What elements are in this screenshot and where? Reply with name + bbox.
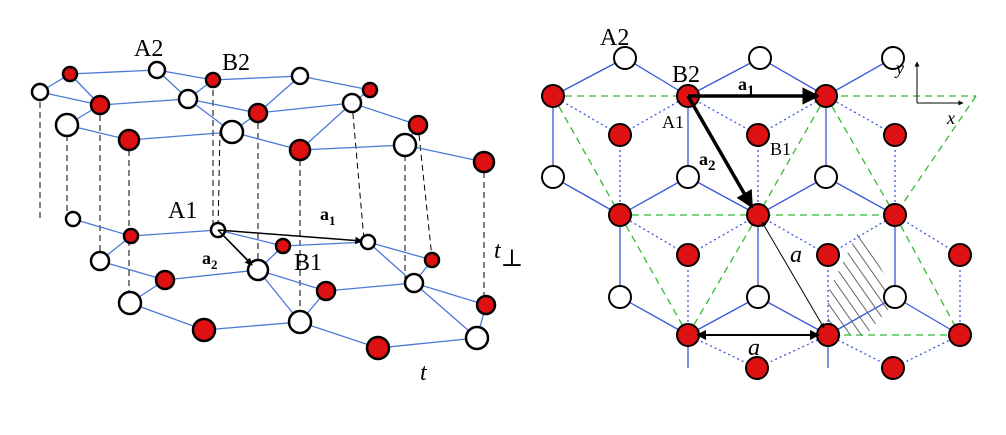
atom-red	[746, 123, 770, 147]
atom-white	[608, 285, 632, 309]
atom-red	[61, 65, 79, 83]
vector-a1-left	[217, 229, 363, 245]
atom-white	[541, 165, 565, 189]
atom-white	[341, 92, 363, 114]
atom-red	[407, 114, 429, 136]
atom-white	[883, 285, 907, 309]
atom-red	[122, 227, 140, 245]
label-vec-a2-left: a2	[202, 248, 218, 272]
atom-red	[247, 102, 269, 124]
atom-red	[883, 203, 907, 227]
atom-red	[948, 243, 972, 267]
vector-a2-right	[686, 95, 754, 209]
atom-white	[30, 82, 50, 102]
hatched-unit-cell	[828, 228, 897, 336]
xy-axes	[914, 61, 964, 106]
label-vec-a1-right: a1	[738, 74, 755, 99]
atom-white	[881, 46, 905, 70]
atom-white	[814, 165, 838, 189]
atom-white	[746, 285, 770, 309]
atom-red	[288, 138, 312, 162]
atom-red	[814, 84, 838, 108]
label-A1-left: A1	[168, 198, 197, 224]
atom-red	[423, 251, 441, 269]
label-A1-right: A1	[662, 112, 684, 132]
top-layer-atoms	[30, 60, 496, 174]
atom-red	[475, 294, 497, 316]
atom-white	[748, 46, 772, 70]
atom-red	[676, 243, 700, 267]
atom-red	[204, 71, 222, 89]
atom-red	[315, 280, 337, 302]
atom-red	[472, 150, 496, 174]
atom-red	[191, 317, 217, 343]
atom-red	[948, 323, 972, 347]
atom-red	[746, 203, 770, 227]
label-A2-left: A2	[134, 36, 163, 62]
atom-red	[117, 128, 141, 152]
atom-red	[89, 94, 111, 116]
atom-white	[613, 46, 637, 70]
lattice-vectors-left	[217, 229, 363, 266]
atom-red	[361, 81, 379, 99]
atom-red	[883, 123, 907, 147]
atom-white	[676, 165, 700, 189]
top-layer-bonds-right	[552, 57, 961, 368]
label-axis-x: x	[946, 108, 955, 128]
label-B2-left: B2	[222, 50, 250, 76]
right-panel-top-view: A2 B2 A1 B1 a1 a2 a a y x	[541, 25, 977, 380]
atom-red	[154, 269, 176, 291]
atom-red	[274, 237, 292, 255]
atom-red	[676, 323, 700, 347]
label-axis-y: y	[894, 58, 904, 78]
atom-white	[89, 250, 111, 272]
atom-red	[816, 323, 840, 347]
atom-red	[608, 123, 632, 147]
atom-white	[464, 325, 490, 351]
atom-red	[365, 335, 391, 361]
atom-white	[147, 60, 167, 80]
atom-white	[54, 112, 80, 138]
left-panel-bilayer-3d: A2 B2 A1 B1 a1 a2 t⊥ t	[30, 36, 523, 386]
atom-red	[745, 356, 769, 380]
lattice-vectors-right	[686, 87, 825, 340]
atom-white	[117, 290, 143, 316]
label-t-perp: t⊥	[494, 238, 523, 272]
label-vec-a1-left: a1	[320, 204, 336, 228]
distance-a-diagonal	[761, 221, 825, 329]
bottom-layer-atoms	[64, 210, 497, 361]
atom-white	[359, 233, 377, 251]
vector-a2-left	[217, 229, 253, 266]
atom-red	[816, 243, 840, 267]
atom-white	[64, 210, 82, 228]
label-B1-left: B1	[294, 250, 322, 276]
atom-white	[177, 88, 199, 110]
label-B1-right: B1	[770, 139, 791, 159]
label-distance-a-diag: a	[790, 242, 802, 268]
label-t: t	[420, 360, 428, 386]
atom-red	[881, 356, 905, 380]
label-A2-right: A2	[600, 25, 629, 51]
label-vec-a2-right: a2	[699, 149, 716, 174]
label-distance-a-horiz: a	[748, 335, 760, 361]
atom-white	[290, 66, 310, 86]
atom-white	[392, 132, 418, 158]
atom-white	[403, 272, 425, 294]
atom-red	[608, 203, 632, 227]
atom-red	[541, 84, 565, 108]
atom-white	[219, 119, 245, 145]
atom-white	[287, 309, 313, 335]
label-B2-right: B2	[672, 62, 700, 88]
atom-white	[246, 258, 270, 282]
